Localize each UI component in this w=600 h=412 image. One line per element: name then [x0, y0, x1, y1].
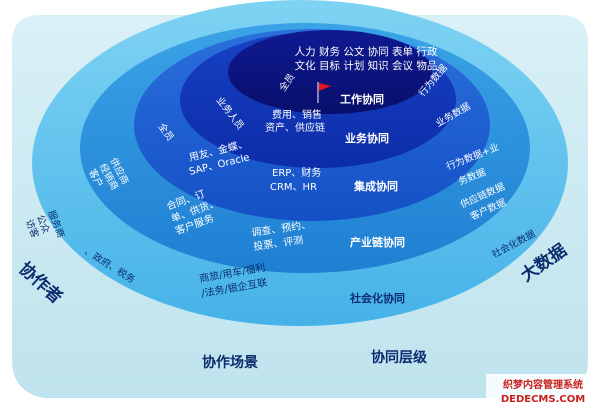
- label-work-collab: 工作协同: [340, 92, 384, 106]
- watermark-line1: 织梦内容管理系统: [503, 378, 583, 391]
- chain-items-a: 合同、订 单、供货、 客户服务: [165, 187, 221, 237]
- business-fee-line1: 费用、销售: [272, 108, 322, 121]
- business-fee-line2: 资产、供应链: [265, 121, 325, 134]
- flag-icon: [317, 82, 331, 103]
- watermark-line2: DEDECMS.COM: [501, 394, 585, 405]
- label-scene: 协作场景: [202, 354, 258, 371]
- label-integration-collab: 集成协同: [353, 179, 398, 193]
- label-business-collab: 业务协同: [345, 131, 389, 145]
- label-level: 协同层级: [371, 349, 428, 366]
- ring-work: [228, 30, 432, 114]
- label-social-collab: 社会化协同: [349, 291, 405, 305]
- top-items-line1: 人力 财务 公文 协同 表单 行政: [295, 45, 438, 58]
- watermark: 织梦内容管理系统 DEDECMS.COM: [486, 374, 598, 406]
- integration-erp-b1: ERP、财务: [272, 166, 321, 179]
- top-items-line2: 文化 目标 计划 知识 会议 物品: [295, 59, 438, 72]
- integration-erp-b2: CRM、HR: [270, 182, 317, 193]
- label-chain-collab: 产业链协同: [350, 235, 405, 249]
